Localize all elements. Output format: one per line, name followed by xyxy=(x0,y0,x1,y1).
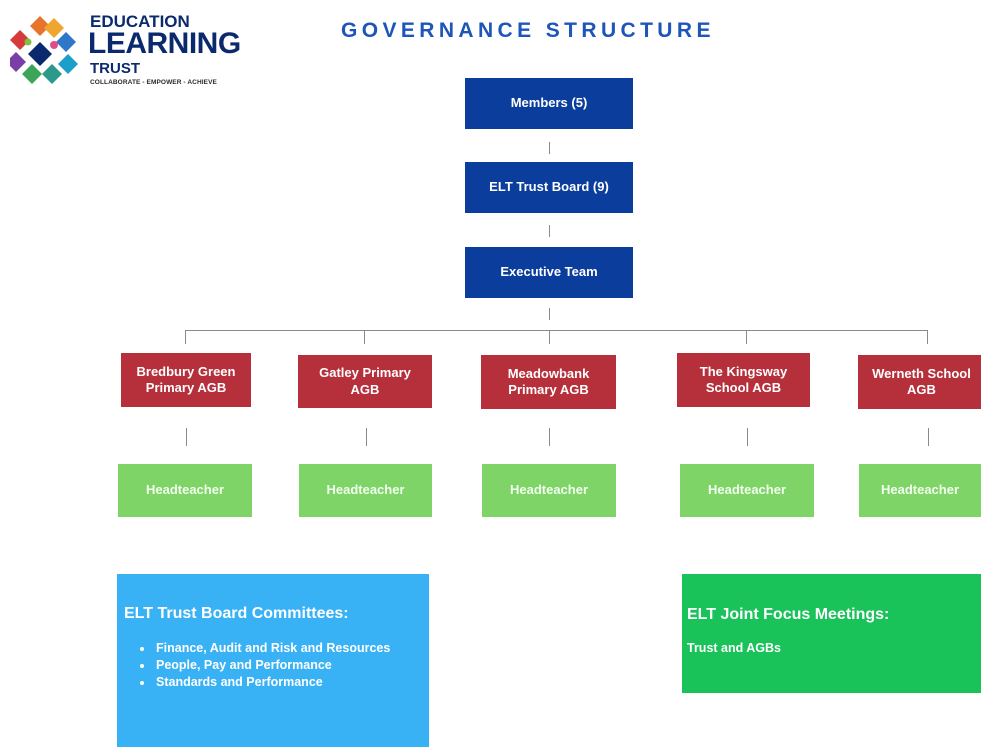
headteacher-box: Headteacher xyxy=(859,464,981,517)
branch-line xyxy=(185,330,928,331)
connector-line xyxy=(364,330,365,344)
committees-list: Finance, Audit and Risk and Resources Pe… xyxy=(124,640,429,691)
connector-line xyxy=(746,330,747,344)
agb-box-gatley: Gatley Primary AGB xyxy=(298,355,432,408)
agb-box-werneth: Werneth School AGB xyxy=(858,355,981,409)
headteacher-box: Headteacher xyxy=(482,464,616,517)
joint-focus-panel: ELT Joint Focus Meetings: Trust and AGBs xyxy=(682,574,981,693)
connector-line xyxy=(549,225,550,237)
joint-focus-subtitle: Trust and AGBs xyxy=(687,641,781,655)
connector-line xyxy=(549,330,550,344)
headteacher-box: Headteacher xyxy=(118,464,252,517)
headteacher-box: Headteacher xyxy=(680,464,814,517)
agb-box-kingsway: The Kingsway School AGB xyxy=(677,353,810,407)
trust-board-box: ELT Trust Board (9) xyxy=(465,162,633,213)
members-box: Members (5) xyxy=(465,78,633,129)
executive-team-box: Executive Team xyxy=(465,247,633,298)
page-title: GOVERNANCE STRUCTURE xyxy=(341,19,715,42)
connector-line xyxy=(366,428,367,446)
connector-line xyxy=(747,428,748,446)
logo-text-trust: TRUST xyxy=(90,60,140,77)
headteacher-box: Headteacher xyxy=(299,464,432,517)
list-item: Standards and Performance xyxy=(154,674,429,691)
logo-text-learning: LEARNING xyxy=(88,27,241,60)
joint-focus-title: ELT Joint Focus Meetings: xyxy=(687,606,890,623)
committees-title: ELT Trust Board Committees: xyxy=(124,605,349,622)
committees-panel: ELT Trust Board Committees: Finance, Aud… xyxy=(117,574,429,747)
agb-box-meadowbank: Meadowbank Primary AGB xyxy=(481,355,616,409)
connector-line xyxy=(549,308,550,320)
list-item: Finance, Audit and Risk and Resources xyxy=(154,640,429,657)
connector-line xyxy=(549,428,550,446)
connector-line xyxy=(185,330,186,344)
trust-logo-icon xyxy=(10,16,78,84)
list-item: People, Pay and Performance xyxy=(154,657,429,674)
logo-tagline: COLLABORATE - EMPOWER - ACHIEVE xyxy=(90,79,217,86)
connector-line xyxy=(927,330,928,344)
connector-line xyxy=(549,142,550,154)
connector-line xyxy=(928,428,929,446)
logo-text-education: EDUCATION xyxy=(90,12,190,31)
agb-box-bredbury-green: Bredbury Green Primary AGB xyxy=(121,353,251,407)
connector-line xyxy=(186,428,187,446)
logo: EDUCATION LEARNING TRUST COLLABORATE - E… xyxy=(10,10,250,100)
